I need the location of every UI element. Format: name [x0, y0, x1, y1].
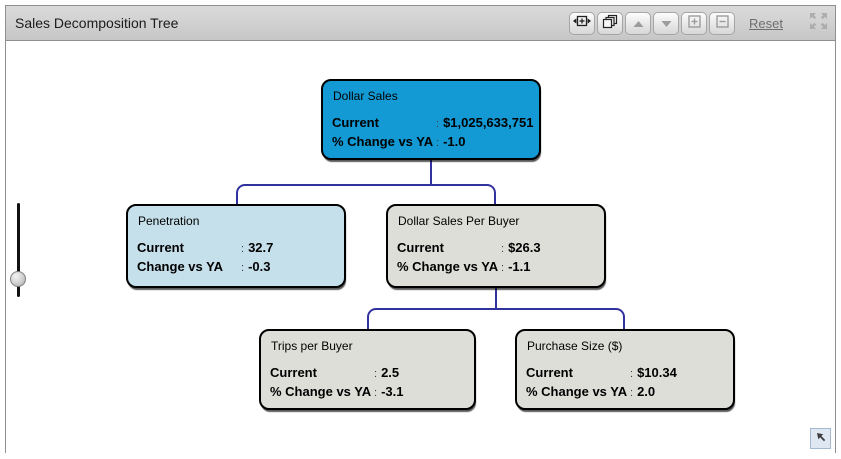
- metric-value: 2.0: [637, 384, 656, 399]
- fit-width-button[interactable]: [569, 12, 596, 35]
- metric-label: Current: [137, 240, 184, 255]
- tree-node-purchase-size[interactable]: Purchase Size ($) Current : $10.34 % Cha…: [515, 329, 735, 410]
- metric-value: $26.3: [508, 240, 541, 255]
- value-separator: :: [241, 243, 245, 255]
- metric-value: -3.1: [381, 384, 404, 399]
- metric-value: $1,025,633,751: [443, 115, 534, 130]
- panel-header: Sales Decomposition Tree: [6, 6, 835, 41]
- metric-row: % Change vs YA : 2.0: [517, 383, 733, 402]
- tree-node-dollar-sales[interactable]: Dollar Sales Current : $1,025,633,751 % …: [321, 79, 541, 160]
- metric-row: Current : 32.7: [128, 239, 344, 258]
- metric-label: % Change vs YA: [397, 259, 499, 274]
- metric-label: Current: [526, 365, 573, 380]
- metric-label: Current: [397, 240, 444, 255]
- arrow-down-icon: [661, 15, 672, 33]
- node-title: Dollar Sales: [333, 89, 398, 103]
- cascade-layers-icon: [602, 14, 618, 34]
- metric-label: % Change vs YA: [526, 384, 628, 399]
- metric-value: -0.3: [248, 259, 271, 274]
- metric-value: -1.1: [508, 259, 531, 274]
- plus-box-icon: [687, 14, 701, 33]
- metric-row: Current : 2.5: [261, 364, 474, 383]
- expand-down-button[interactable]: [653, 12, 680, 35]
- metric-row: Current : $10.34: [517, 364, 733, 383]
- metric-label: Change vs YA: [137, 259, 223, 274]
- arrow-up-icon: [633, 15, 644, 33]
- zoom-slider-handle[interactable]: [10, 271, 26, 287]
- zoom-out-button[interactable]: [709, 12, 736, 35]
- node-title: Penetration: [138, 214, 200, 228]
- toolbar: Reset: [567, 12, 827, 35]
- connector-root-stem: [430, 160, 432, 186]
- page-title: Sales Decomposition Tree: [15, 15, 179, 31]
- node-title: Trips per Buyer: [271, 339, 353, 353]
- metric-label: Current: [270, 365, 317, 380]
- zoom-in-button[interactable]: [681, 12, 708, 35]
- reset-button[interactable]: Reset: [749, 16, 783, 31]
- node-title: Dollar Sales Per Buyer: [398, 214, 520, 228]
- value-separator: :: [630, 387, 634, 399]
- tree-canvas: Dollar Sales Current : $1,025,633,751 % …: [6, 41, 835, 453]
- maximize-arrows-icon: [809, 13, 827, 34]
- metric-label: % Change vs YA: [332, 134, 434, 149]
- zoom-slider-track[interactable]: [17, 203, 20, 297]
- connector-level1-bracket: [236, 184, 496, 204]
- value-separator: :: [436, 137, 440, 149]
- value-separator: :: [374, 368, 378, 380]
- node-title: Purchase Size ($): [527, 339, 623, 353]
- value-separator: :: [501, 243, 505, 255]
- tree-node-trips-per-buyer[interactable]: Trips per Buyer Current : 2.5 % Change v…: [259, 329, 476, 410]
- metric-value: -1.0: [443, 134, 466, 149]
- value-separator: :: [241, 262, 245, 274]
- tree-node-penetration[interactable]: Penetration Current : 32.7 Change vs YA …: [126, 204, 346, 288]
- metric-row: % Change vs YA : -1.1: [388, 258, 604, 277]
- pan-to-origin-button[interactable]: [810, 428, 831, 449]
- fit-width-icon: [573, 14, 592, 33]
- metric-label: % Change vs YA: [270, 384, 372, 399]
- metric-row: % Change vs YA : -1.0: [323, 133, 539, 152]
- maximize-button[interactable]: [809, 13, 827, 34]
- minus-box-icon: [715, 14, 729, 33]
- metric-value: 32.7: [248, 240, 274, 255]
- cascade-layers-button[interactable]: [597, 12, 624, 35]
- connector-level2-bracket: [367, 308, 625, 329]
- value-separator: :: [630, 368, 634, 380]
- metric-row: % Change vs YA : -3.1: [261, 383, 474, 402]
- metric-row: Change vs YA : -0.3: [128, 258, 344, 277]
- value-separator: :: [436, 118, 440, 130]
- arrow-up-left-icon: [815, 430, 827, 448]
- value-separator: :: [374, 387, 378, 399]
- collapse-up-button[interactable]: [625, 12, 652, 35]
- metric-value: 2.5: [381, 365, 400, 380]
- metric-label: Current: [332, 115, 379, 130]
- metric-row: Current : $1,025,633,751: [323, 114, 539, 133]
- metric-row: Current : $26.3: [388, 239, 604, 258]
- value-separator: :: [501, 262, 505, 274]
- connector-dspb-stem: [495, 288, 497, 310]
- tree-node-dollar-sales-per-buyer[interactable]: Dollar Sales Per Buyer Current : $26.3 %…: [386, 204, 606, 288]
- metric-value: $10.34: [637, 365, 677, 380]
- sales-decomposition-panel: Sales Decomposition Tree: [5, 5, 836, 453]
